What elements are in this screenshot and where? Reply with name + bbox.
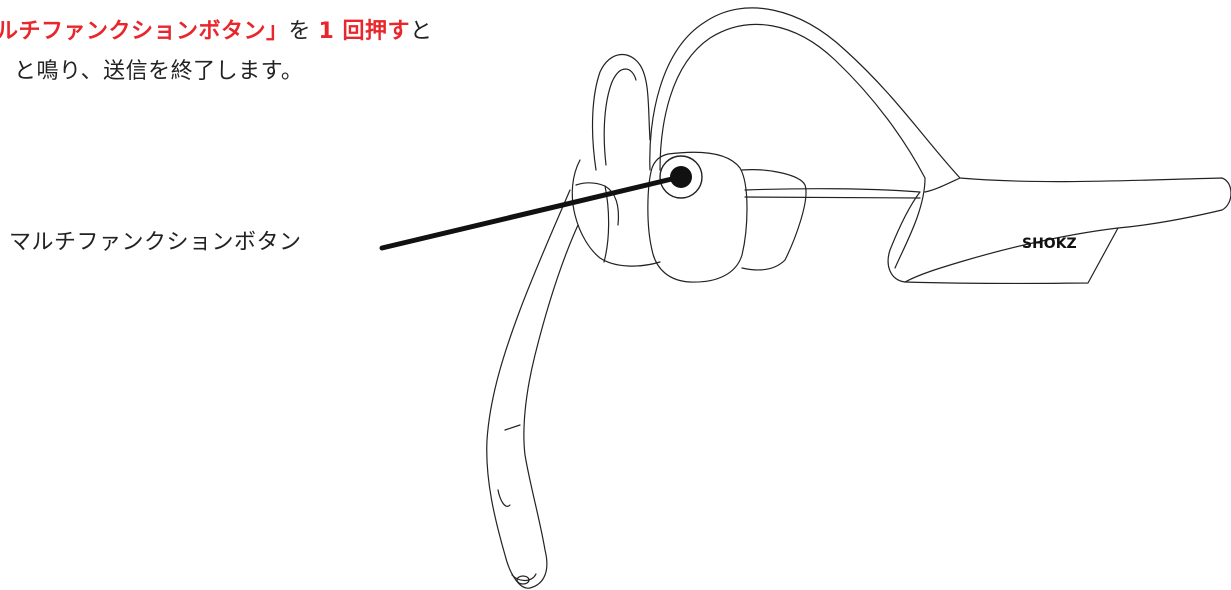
- neckband-outline: [649, 7, 1231, 285]
- instruction-line-1: ルチファンクションボタン」を 1 回押すと: [0, 12, 433, 52]
- instruction-line-2: と鳴り、送信を終了します。: [14, 59, 304, 84]
- callout-leader-line: [379, 175, 679, 251]
- press-count-highlight: 1 回押す: [318, 19, 410, 44]
- left-transducer: [571, 159, 661, 267]
- line1-tail-text: と: [409, 19, 433, 44]
- instruction-text: ルチファンクションボタン」を 1 回押すと と鳴り、送信を終了します。: [0, 12, 433, 92]
- particle-text: を: [288, 19, 319, 44]
- multifunction-button-label: マルチファンクションボタン: [9, 230, 302, 255]
- ear-hook: [591, 54, 651, 171]
- main-transducer: [647, 151, 748, 283]
- neckband-inner: [659, 23, 926, 269]
- brand-logo: SHOKZ: [1022, 236, 1077, 252]
- button-name-highlight: ルチファンクションボタン」: [0, 19, 289, 44]
- mic-boom: [486, 189, 579, 589]
- multifunction-button: [670, 166, 692, 188]
